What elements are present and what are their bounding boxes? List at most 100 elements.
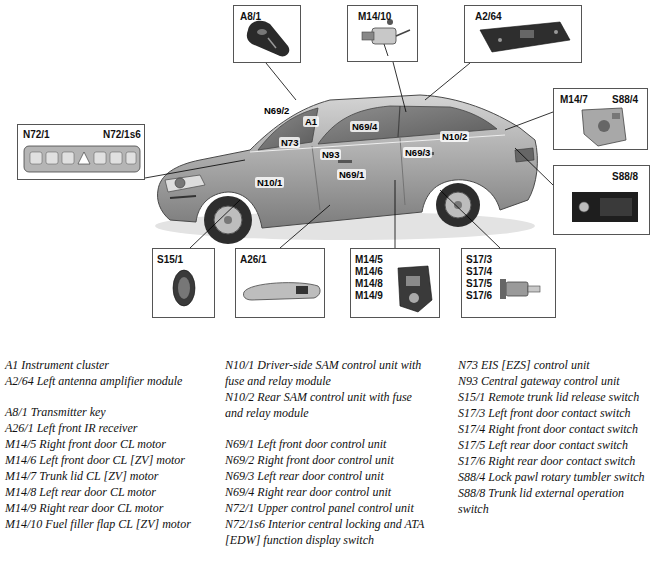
callout-label: N69/4 (350, 121, 379, 132)
car-illustration (175, 178, 185, 188)
key-entry: M14/9 Right rear door CL motor (5, 500, 210, 516)
key-entry: S88/8 Trunk lid external operation switc… (458, 485, 656, 517)
key-entry: N69/2 Right front door control unit (225, 452, 430, 468)
key-entry: A8/1 Transmitter key (5, 404, 210, 420)
fuel-flap-motor-icon (362, 19, 410, 56)
trunk-switch-icon (572, 192, 638, 222)
part-code: A26/1 (240, 254, 267, 265)
fuel-flap-motor-icon (372, 28, 396, 44)
part-code: M14/5 (355, 254, 383, 265)
callout-box: S88/8 (553, 165, 650, 235)
door-handle-icon (243, 283, 320, 300)
key-entry: M14/8 Left rear door CL motor (5, 484, 210, 500)
fuel-flap-motor-icon (384, 44, 388, 56)
control-panel-icon (78, 152, 90, 164)
callout-box: M14/5M14/6M14/8M14/9 (350, 248, 440, 318)
key-entry: S88/4 Lock pawl rotary tumbler switch (458, 469, 656, 485)
leader-line (393, 62, 406, 112)
control-panel-icon (110, 152, 122, 164)
leader-line (515, 148, 553, 185)
part-code: N72/1 (23, 129, 50, 140)
key-entry: N73 EIS [EZS] control unit (458, 357, 656, 373)
part-code: S88/4 (612, 94, 638, 105)
key-entry: N72/1 Upper control panel control unit (225, 500, 430, 516)
trunk-lock-icon (582, 108, 626, 146)
contact-switch-icon (500, 279, 506, 299)
callout-box: M14/10 (347, 5, 418, 62)
part-code: M14/9 (355, 290, 383, 301)
antenna-amplifier-icon (554, 30, 558, 34)
key-entry: M14/7 Trunk lid CL [ZV] motor (5, 468, 210, 484)
contact-switch-icon (500, 279, 540, 299)
callout-box: A8/1 (233, 5, 301, 63)
part-code: M14/7 (560, 94, 588, 105)
fuel-flap-motor-icon (396, 30, 410, 36)
callout-box: M14/7 S88/4 (553, 88, 648, 150)
key-entry: S17/3 Left front door contact switch (458, 405, 656, 421)
car-illustration (398, 106, 400, 137)
car-illustration (436, 183, 480, 227)
key-entry: N10/2 Rear SAM control unit with fuse an… (225, 389, 430, 421)
part-code: A2/64 (475, 11, 502, 22)
leader-line (190, 200, 240, 248)
contact-switch-icon (528, 286, 540, 292)
callout-label: N69/1 (337, 169, 366, 180)
leader-line (266, 63, 296, 100)
car-illustration (224, 216, 232, 224)
callout-label: N69/2 (262, 105, 291, 116)
antenna-amplifier-icon (480, 22, 570, 52)
door-lock-motor-icon (398, 266, 432, 312)
key-entry: M14/6 Left front door CL [ZV] motor (5, 452, 210, 468)
leader-line (280, 205, 330, 248)
callout-box: A2/64 (464, 5, 582, 63)
car-illustration (204, 196, 252, 244)
key-entry: S17/6 Right rear door contact switch (458, 453, 656, 469)
car-illustration (515, 148, 534, 162)
control-panel-icon (24, 146, 140, 172)
transmitter-key-icon (257, 29, 267, 35)
trunk-lock-icon (598, 120, 610, 132)
callout-label: N10/2 (440, 131, 469, 142)
key-entry: N69/4 Right rear door control unit (225, 484, 430, 500)
door-lock-motor-icon (406, 276, 420, 286)
leader-line (395, 180, 396, 248)
control-panel-icon (24, 146, 140, 172)
key-entry: N93 Central gateway control unit (458, 373, 656, 389)
trunk-switch-icon (600, 198, 632, 216)
control-panel-icon (30, 152, 42, 164)
key-entry: S17/4 Right front door contact switch (458, 421, 656, 437)
part-code: S17/6 (466, 290, 492, 301)
trunk-lock-icon (612, 113, 620, 119)
trunk-switch-icon (572, 192, 638, 222)
trunk-switch-icon (579, 202, 589, 212)
key-entry: N72/1s6 Interior central locking and ATA… (225, 516, 430, 548)
leader-line (425, 63, 470, 100)
key-entry: M14/10 Fuel filler flap CL [ZV] motor (5, 516, 210, 532)
car-illustration (170, 196, 196, 198)
key-entry: S15/1 Remote trunk lid release switch (458, 389, 656, 405)
key-entry: N69/3 Left rear door control unit (225, 468, 430, 484)
callout-label: N10/1 (255, 177, 284, 188)
control-panel-icon (46, 152, 58, 164)
door-handle-icon (296, 286, 308, 294)
part-code: S17/3 (466, 254, 492, 265)
car-illustration (318, 106, 497, 144)
key-entry: A2/64 Left antenna amplifier module (5, 373, 210, 389)
leader-line (145, 160, 245, 178)
fuel-flap-motor-icon (362, 32, 374, 40)
callout-label: A1 (303, 116, 319, 127)
leader-line (440, 190, 500, 248)
transmitter-key-icon (247, 21, 289, 57)
callout-label: N69/3 (403, 147, 432, 158)
part-code: S17/4 (466, 266, 492, 277)
car-illustration (165, 175, 205, 192)
part-code: S88/8 (612, 171, 638, 182)
control-panel-icon (126, 152, 136, 164)
trunk-release-switch-icon (173, 270, 195, 306)
control-panel-icon (94, 152, 106, 164)
callout-box: N72/1N72/1s6 (17, 124, 145, 180)
part-code: S15/1 (157, 254, 183, 265)
car-illustration (445, 192, 471, 218)
key-entry: A1 Instrument cluster (5, 357, 210, 373)
